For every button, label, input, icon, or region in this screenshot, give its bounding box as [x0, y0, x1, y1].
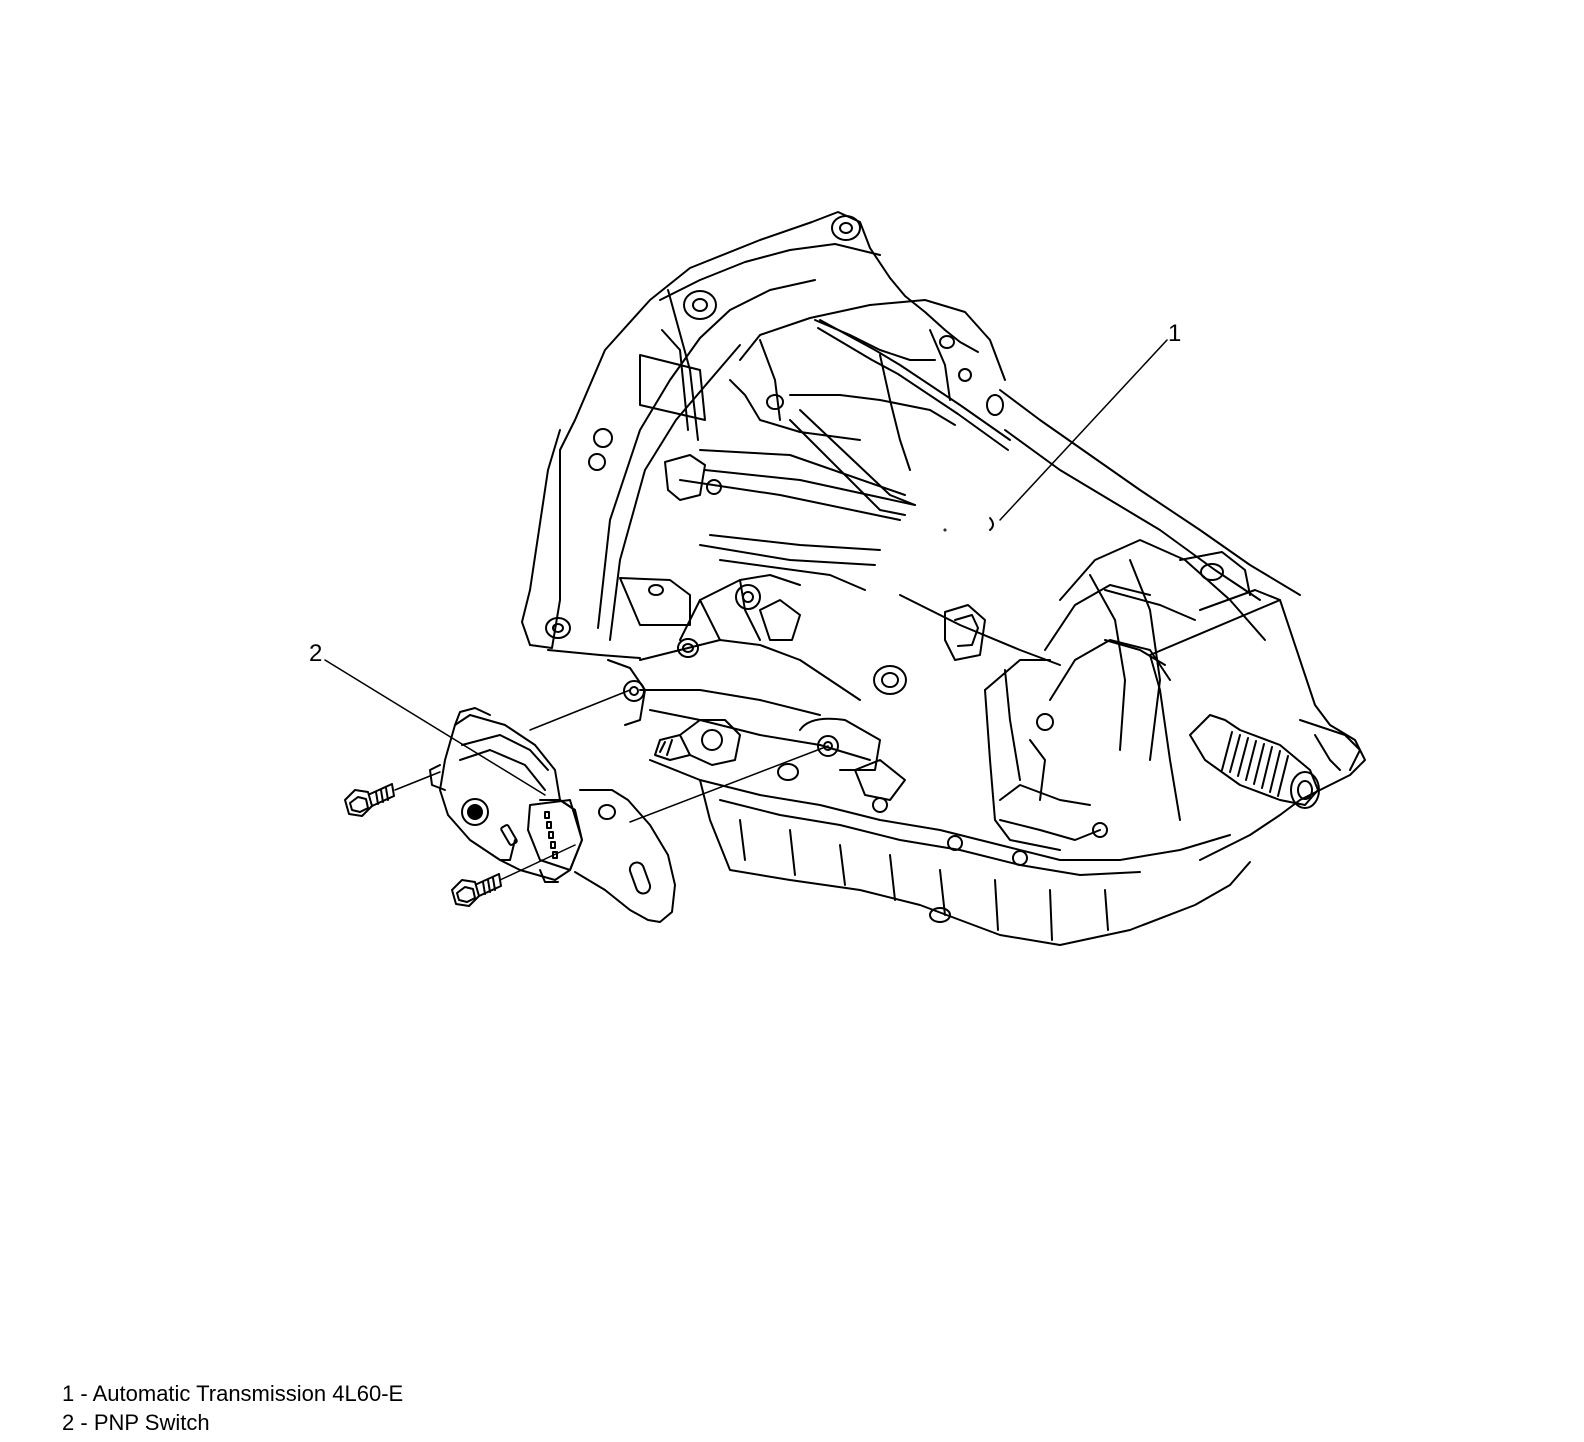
legend-item-2: 2 - PNP Switch: [62, 1408, 403, 1437]
installation-guide-lines: [394, 689, 829, 881]
legend-separator: -: [80, 1410, 88, 1435]
callout-number-2: 2: [309, 640, 322, 667]
leader-line-1: [999, 339, 1168, 521]
pnp-switch-drawing: [429, 707, 676, 923]
callout-legend: 1 - Automatic Transmission 4L60-E 2 - PN…: [62, 1379, 403, 1437]
bolt-upper: [344, 783, 395, 817]
output-shaft: [1189, 714, 1320, 809]
legend-description: PNP Switch: [93, 1410, 210, 1435]
bell-housing: [529, 211, 979, 649]
legend-number: 1: [62, 1381, 75, 1406]
rear-case-ribs: [1059, 539, 1266, 641]
legend-separator: -: [80, 1381, 88, 1406]
legend-item-1: 1 - Automatic Transmission 4L60-E: [62, 1379, 403, 1408]
extension-housing: [1149, 599, 1366, 861]
transmission-drawing: [521, 211, 1366, 946]
connector-pins: [544, 811, 558, 859]
callout-number-1: 1: [1168, 320, 1181, 347]
legend-description: Automatic Transmission 4L60-E: [92, 1381, 404, 1406]
oil-pan: [649, 759, 1251, 946]
bell-bolt-bosses: [545, 215, 861, 639]
pnp-bracket: [574, 789, 676, 923]
legend-number: 2: [62, 1410, 75, 1435]
bolt-lower: [451, 873, 502, 907]
leader-line-2: [324, 659, 546, 796]
